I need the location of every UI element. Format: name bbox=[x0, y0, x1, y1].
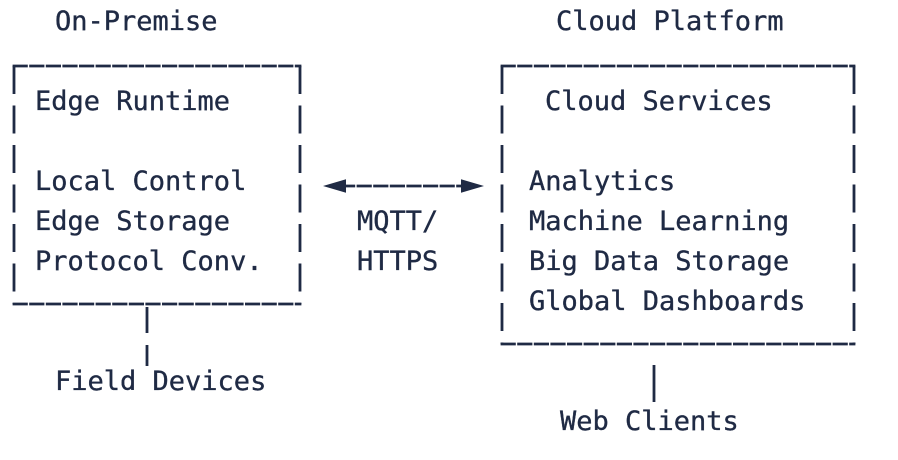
cloud-item-big-data-storage: Big Data Storage bbox=[529, 246, 790, 277]
arrow-left-head bbox=[323, 179, 346, 193]
cloud-item-machine-learning: Machine Learning bbox=[529, 206, 790, 237]
cloud-item-global-dashboards: Global Dashboards bbox=[529, 286, 806, 317]
link-protocol-mqtt: MQTT/ bbox=[357, 206, 439, 237]
arrow-right-head bbox=[461, 179, 484, 193]
onprem-external-label: Field Devices bbox=[55, 366, 267, 397]
cloud-box-title: Cloud Services bbox=[545, 86, 773, 117]
onprem-item-local-control: Local Control bbox=[35, 166, 247, 197]
link-protocol-https: HTTPS bbox=[357, 246, 439, 277]
cloud-external-label: Web Clients bbox=[560, 406, 739, 437]
cloud-item-analytics: Analytics bbox=[529, 166, 676, 197]
onprem-title: On-Premise bbox=[55, 6, 218, 37]
cloud-box-outline bbox=[500, 64, 856, 346]
bidirectional-arrow-icon bbox=[323, 179, 484, 193]
onprem-box-title: Edge Runtime bbox=[35, 86, 231, 117]
onprem-item-edge-storage: Edge Storage bbox=[35, 206, 231, 237]
onprem-box-outline bbox=[12, 64, 302, 306]
cloud-title: Cloud Platform bbox=[556, 6, 784, 37]
onprem-item-protocol-conv: Protocol Conv. bbox=[35, 246, 263, 277]
